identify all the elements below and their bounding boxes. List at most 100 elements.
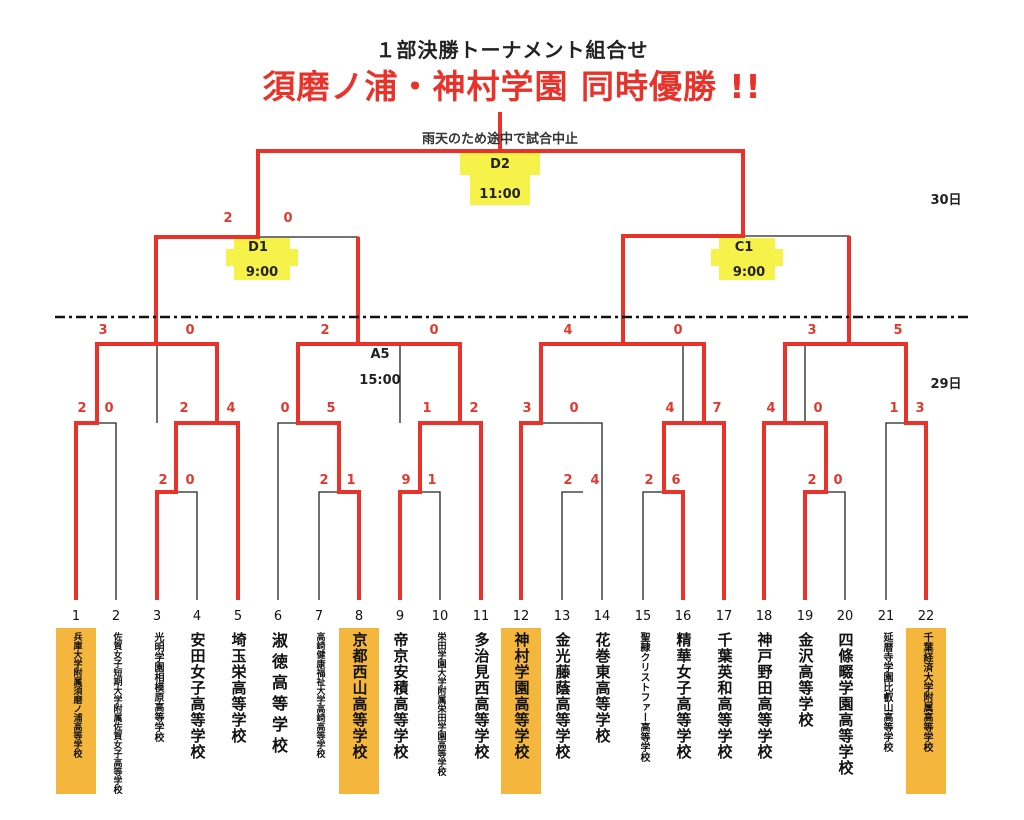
- team-name: 金沢高等学校: [796, 632, 815, 728]
- team-number: 22: [917, 609, 935, 624]
- team-number: 14: [593, 609, 611, 624]
- bracket-line: [97, 422, 117, 600]
- score: 0: [813, 401, 823, 416]
- match-code: D2: [490, 157, 510, 172]
- team-name: 高崎健康福祉大学高崎高等学校: [314, 632, 325, 758]
- score: 3: [522, 401, 532, 416]
- score: 1: [889, 401, 899, 416]
- team-number: 7: [314, 609, 324, 624]
- score: 1: [346, 473, 356, 488]
- score: 0: [185, 473, 195, 488]
- score: 4: [563, 323, 573, 338]
- match-code: A5: [370, 347, 390, 362]
- team-name: 安田女子高等学校: [188, 632, 207, 760]
- winner-path: [498, 112, 745, 600]
- match-code: C1: [734, 240, 754, 255]
- winner-path: [785, 421, 828, 600]
- team-number: 16: [674, 609, 692, 624]
- team-number: 3: [152, 609, 162, 624]
- team-name: 精華女子高等学校: [674, 632, 693, 760]
- team-name: 花巻東高等学校: [593, 632, 612, 744]
- team-name: 京都西山高等学校: [339, 628, 379, 794]
- team-number: 15: [634, 609, 652, 624]
- score: 4: [226, 401, 236, 416]
- team-number: 21: [877, 609, 895, 624]
- team-name: 延暦寺学園比叡山高等学校: [881, 632, 892, 752]
- winner-path: [849, 342, 928, 600]
- team-number: 12: [512, 609, 530, 624]
- team-name: 聖隷クリストファー高等学校: [638, 632, 649, 762]
- winner-path: [155, 342, 219, 600]
- team-number: 1: [71, 609, 81, 624]
- winner-path: [762, 236, 851, 600]
- score: 6: [671, 473, 681, 488]
- score: 2: [77, 401, 87, 416]
- match-time: 9:00: [732, 265, 766, 280]
- team-name: 光明学園相模原高等学校: [152, 632, 163, 742]
- score: 5: [326, 401, 336, 416]
- team-number: 18: [755, 609, 773, 624]
- score: 0: [104, 401, 114, 416]
- team-name: 神戸野田高等学校: [755, 632, 774, 760]
- score: 0: [673, 323, 683, 338]
- day-label-30: 30日: [930, 193, 962, 208]
- score: 2: [158, 473, 168, 488]
- score: 4: [665, 401, 675, 416]
- winner-path: [296, 237, 361, 600]
- team-number: 5: [233, 609, 243, 624]
- team-name: 四條畷学園高等学校: [836, 632, 855, 776]
- score: 5: [893, 323, 903, 338]
- score: 2: [644, 473, 654, 488]
- match-box: [226, 238, 298, 280]
- day-label-29: 29日: [930, 377, 962, 392]
- team-name: 千葉英和高等学校: [715, 632, 734, 760]
- score: 0: [429, 323, 439, 338]
- team-name: 栄田学園大学附属栄田学園高等学校: [435, 632, 446, 776]
- page-title: １部決勝トーナメント組合せ: [375, 38, 649, 62]
- score: 0: [833, 473, 843, 488]
- match-time: 11:00: [479, 187, 521, 202]
- team-number: 19: [796, 609, 814, 624]
- team-number: 11: [472, 609, 490, 624]
- bracket-line: [520, 422, 603, 600]
- score: 2: [563, 473, 573, 488]
- bracket-line: [561, 491, 583, 600]
- bracket-line: [642, 491, 664, 600]
- bracket-line: [318, 491, 339, 600]
- match-box: [711, 238, 783, 280]
- team-number: 2: [111, 609, 121, 624]
- team-number: 8: [354, 609, 364, 624]
- winner-path: [704, 421, 726, 600]
- team-name: 千葉経済大学附属高等学校: [906, 628, 946, 794]
- score: 3: [98, 323, 108, 338]
- team-name: 淑徳高等学校: [269, 632, 288, 758]
- bracket-line: [885, 422, 906, 600]
- score: 2: [223, 211, 233, 226]
- match-box: [460, 153, 540, 205]
- team-name: 多治見西高等学校: [472, 632, 491, 760]
- bracket-line: [420, 491, 441, 600]
- match-code: D1: [248, 240, 268, 255]
- team-name: 埼玉栄高等学校: [229, 632, 248, 744]
- team-number: 17: [715, 609, 733, 624]
- rain-note: 雨天のため途中で試合中止: [421, 132, 579, 147]
- score: 1: [427, 473, 437, 488]
- team-name: 佐賀女子短期大学附属佐賀女子高等学校: [111, 632, 122, 794]
- team-name: 金光藤蔭高等学校: [553, 632, 572, 760]
- bracket-line: [826, 491, 846, 600]
- team-number: 20: [836, 609, 854, 624]
- score: 2: [320, 323, 330, 338]
- score: 4: [590, 473, 600, 488]
- team-number: 13: [553, 609, 571, 624]
- score: 2: [807, 473, 817, 488]
- match-time: 15:00: [359, 373, 401, 388]
- score: 2: [319, 473, 329, 488]
- score: 0: [283, 211, 293, 226]
- winner-path: [217, 421, 240, 600]
- score: 2: [179, 401, 189, 416]
- champion-headline: 須磨ノ浦・神村学園 同時優勝 !!: [262, 67, 762, 106]
- score: 4: [766, 401, 776, 416]
- score: 0: [280, 401, 290, 416]
- winner-path: [398, 421, 460, 600]
